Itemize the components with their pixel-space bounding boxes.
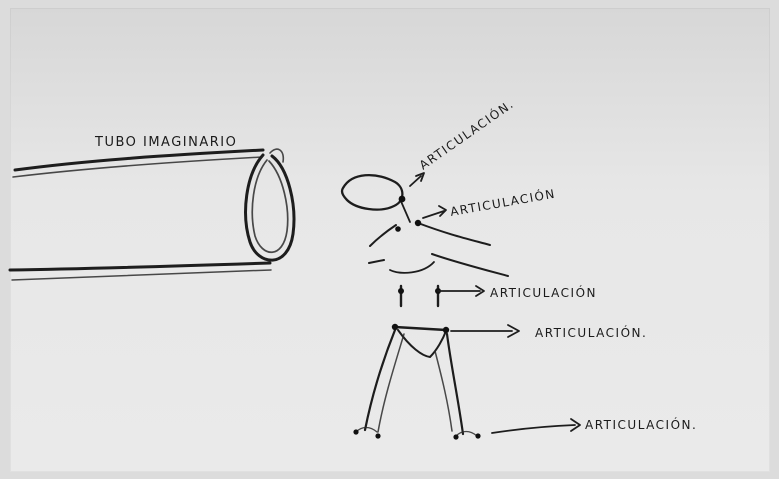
feet-arrow-line [492,425,575,433]
arm-line [432,254,508,276]
tube-bottom-line-shadow [12,270,271,280]
label-articulacion-neck: ARTICULACIÓN [449,186,557,219]
left-shoulder-line [370,225,396,246]
figure-sketch [342,175,508,436]
joint-head [399,196,406,203]
joint-dots [353,196,480,440]
head-arrow-line [410,176,421,186]
joint-foot-left-a [353,429,358,434]
label-articulacion-waist: ARTICULACIÓN [490,285,597,300]
left-leg-inner [378,334,404,432]
torso-curve [390,262,434,273]
label-articulacion-hip: ARTICULACIÓN. [535,325,647,340]
joint-waist-left [398,288,404,294]
joint-foot-left-b [375,433,380,438]
hip-bar [395,327,446,330]
annotation-arrows [410,173,580,433]
joint-foot-right-a [453,434,458,439]
left-arm-stub [369,260,384,263]
right-shoulder-line [418,223,490,245]
pelvis [398,330,446,357]
head-outline [342,175,402,209]
joint-hip-right [443,327,449,333]
label-tubo-imaginario: TUBO IMAGINARIO [94,135,237,150]
joint-neck-right [415,220,421,226]
tube-top-line [15,150,263,170]
neck-line [400,199,410,222]
joint-hip-left [392,324,398,330]
tube-bottom-line [10,263,270,270]
right-leg-inner [435,351,452,431]
tube-end-inner [252,160,287,252]
left-foot [356,428,377,433]
joint-neck-left [395,226,401,232]
label-articulacion-feet: ARTICULACIÓN. [585,417,697,432]
right-foot [456,432,477,437]
joint-foot-right-b [475,433,480,438]
label-articulacion-head: ARTICULACIÓN. [416,96,517,173]
imaginary-tube [10,149,294,280]
